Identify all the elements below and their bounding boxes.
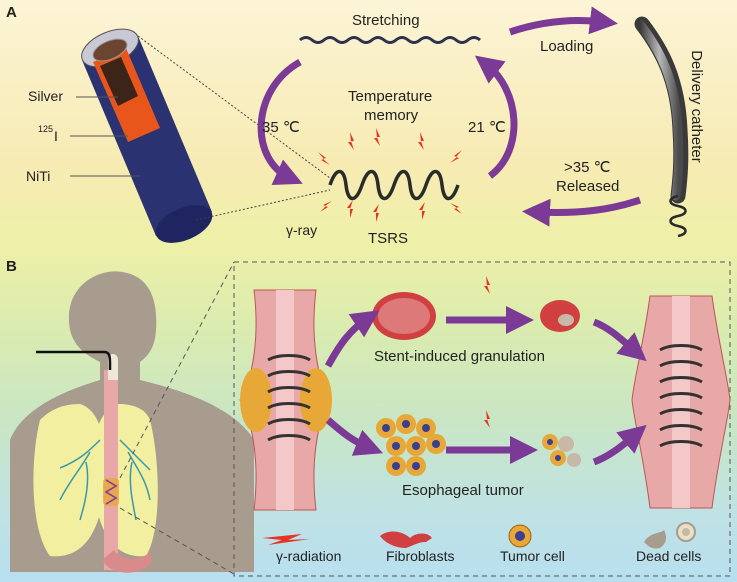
granulation-cluster (372, 292, 580, 340)
tumor-label: Esophageal tumor (402, 482, 524, 499)
gamma-ray-label: γ-ray (286, 222, 318, 238)
legend-fibroblast-icon (380, 531, 432, 548)
released-label: Released (556, 178, 620, 195)
legend-dead-cells-icon (644, 522, 696, 549)
gamma-flash-group (318, 128, 462, 222)
legend-tumor-cell-icon (508, 524, 532, 548)
tsrs-coil (328, 169, 460, 201)
human-silhouette (10, 271, 254, 573)
panel-label-b: B (6, 258, 17, 275)
esophagus-left (239, 289, 332, 511)
legend-tumor-cell-label: Tumor cell (500, 548, 565, 564)
iodine-label: I (54, 128, 58, 144)
wire-cross-section (70, 28, 331, 243)
zoom-box (233, 261, 731, 577)
delivery-catheter-label: Delivery catheter (687, 50, 705, 163)
panel-label-a: A (6, 4, 17, 21)
silver-label: Silver (28, 88, 64, 104)
tsrs-label: TSRS (368, 230, 409, 247)
niti-label: NiTi (26, 168, 51, 184)
tumor-cluster (376, 414, 581, 476)
temp-right-label: 21 ℃ (468, 119, 506, 136)
legend-fibroblasts-label: Fibroblasts (386, 548, 455, 564)
loading-label: Loading (540, 38, 594, 55)
legend-gamma-label: γ-radiation (276, 548, 342, 564)
stretched-wire (299, 36, 481, 44)
treatment-arrows (324, 306, 647, 466)
stretching-label: Stretching (352, 12, 420, 29)
legend-gamma-icon (262, 534, 310, 545)
delivery-catheter (634, 16, 689, 238)
esophagus-right (631, 295, 731, 509)
temperature-memory-line2: memory (364, 107, 419, 124)
gamma-flash-b (484, 276, 490, 428)
legend-dead-cells-label: Dead cells (636, 548, 702, 564)
temperature-memory-line1: Temperature (348, 88, 433, 105)
iodine-mass-number: 125 (38, 124, 54, 134)
temp-left-label: 35 ℃ (262, 119, 300, 136)
granulation-label: Stent-induced granulation (374, 348, 545, 365)
process-arrows (257, 6, 642, 227)
released-temp-label: >35 ℃ (564, 159, 611, 176)
